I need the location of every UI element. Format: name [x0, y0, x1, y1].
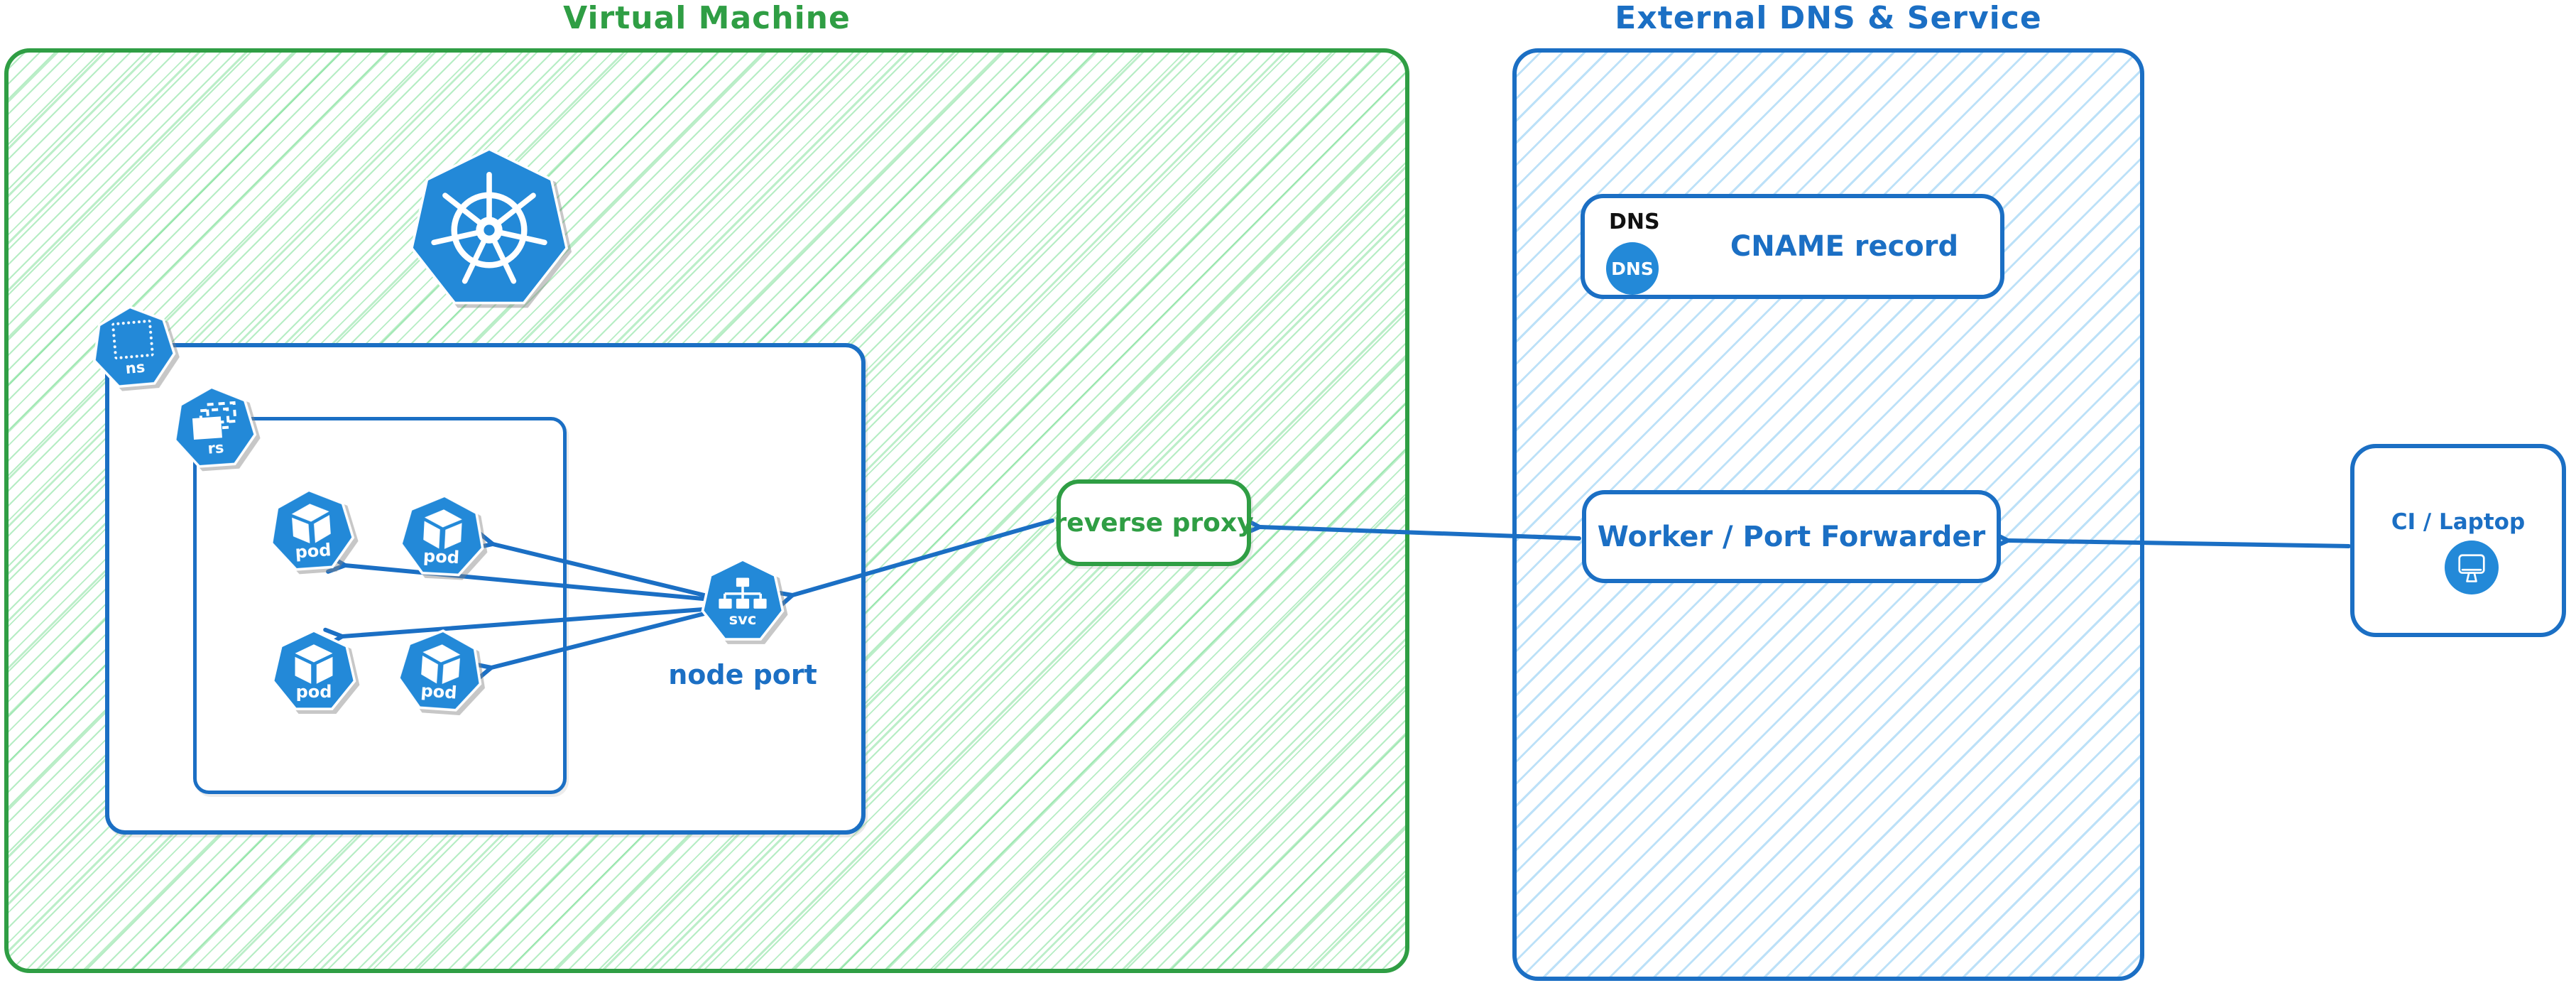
dns-record-card: DNS DNS CNAME record [1581, 194, 2004, 299]
replicaset-icon-label: rs [207, 438, 225, 457]
replicaset-glyph [187, 399, 241, 444]
replicaset-icon: rs [169, 383, 260, 474]
pod-label: pod [422, 545, 460, 568]
dns-tag: DNS [1609, 210, 1660, 234]
pod-glyph [419, 507, 466, 550]
namespace-icon: ns [87, 302, 180, 394]
worker-port-forwarder-label: Worker / Port Forwarder [1597, 520, 1986, 553]
reverse-proxy-label: reverse proxy [1054, 508, 1254, 538]
pod-glyph [417, 642, 465, 686]
external-dns-title: External DNS & Service [1615, 0, 2042, 36]
pod-icon-2: pod [397, 492, 488, 582]
service-icon-label: svc [728, 610, 757, 628]
laptop-icon [2445, 541, 2499, 594]
pod-icon-4: pod [394, 626, 486, 717]
node-port-label: node port [668, 659, 817, 690]
ci-laptop-label: CI / Laptop [2391, 509, 2526, 535]
virtual-machine-title: Virtual Machine [563, 0, 851, 36]
pod-glyph [295, 644, 333, 684]
namespace-glyph [111, 319, 154, 359]
pod-glyph [287, 501, 335, 545]
dns-badge-label: DNS [1611, 258, 1654, 279]
replicaset-box [193, 417, 567, 794]
pod-icon-1: pod [266, 486, 358, 577]
pod-label: pod [420, 680, 458, 703]
dns-badge-icon: DNS [1606, 242, 1659, 295]
namespace-icon-label: ns [124, 358, 146, 377]
pod-label: pod [295, 682, 332, 702]
pod-icon-3: pod [271, 629, 357, 715]
worker-port-forwarder-box: Worker / Port Forwarder [1582, 490, 2001, 583]
cname-record-label: CNAME record [1730, 230, 1959, 263]
kubernetes-logo-icon [408, 148, 570, 313]
pod-label: pod [294, 540, 332, 563]
service-glyph [719, 577, 767, 609]
service-icon: svc [700, 558, 785, 645]
reverse-proxy-box: reverse proxy [1054, 479, 1254, 566]
ci-laptop-box: CI / Laptop [2350, 444, 2566, 637]
